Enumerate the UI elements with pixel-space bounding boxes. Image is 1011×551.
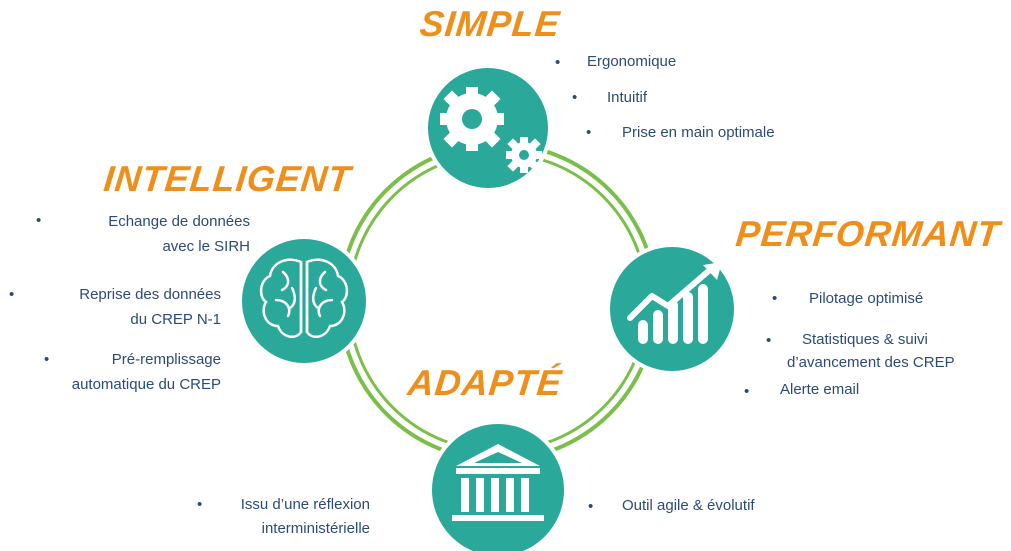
intelligent-item-2-line2: du CREP N-1 [130, 311, 221, 328]
performant-item-1: Pilotage optimisé [809, 290, 924, 307]
performant-item-2-line1: Statistiques & suivi [802, 331, 928, 348]
brain-icon [238, 235, 370, 367]
simple-item-2: Intuitif [607, 89, 648, 106]
bullet-dot: • [9, 286, 15, 303]
adapte-item-2: Outil agile & évolutif [622, 497, 755, 514]
intelligent-item-3-line2: automatique du CREP [71, 376, 221, 393]
bullet-dot: • [586, 124, 592, 141]
growth-chart-icon [606, 243, 738, 375]
bullet-dot: • [555, 54, 561, 71]
intelligent-item-3-line1: Pré-remplissage [111, 351, 221, 368]
bullet-dot: • [572, 89, 578, 106]
intelligent-item-2-line1: Reprise des données [79, 286, 221, 303]
ring-inner [347, 151, 649, 453]
title-simple: SIMPLE [417, 3, 563, 44]
adapte-item-1-line1: Issu d’une réflexion [240, 496, 370, 513]
bullet-dot: • [197, 496, 203, 513]
intelligent-item-1-line2: avec le SIRH [162, 238, 250, 255]
bullet-dot: • [744, 383, 750, 400]
performant-item-2-line2: d’avancement des CREP [787, 354, 955, 371]
intelligent-item-1-line1: Echange de données [108, 213, 250, 230]
simple-item-3: Prise en main optimale [622, 124, 775, 141]
title-performant: PERFORMANT [733, 213, 1003, 254]
performant-item-3: Alerte email [780, 381, 860, 398]
title-adapte: ADAPTÉ [405, 362, 565, 403]
institution-icon [428, 420, 568, 551]
bullet-dot: • [766, 332, 772, 349]
bullet-dot: • [36, 212, 42, 229]
adapte-item-1-line2: interministérielle [261, 520, 370, 537]
gears-icon [424, 64, 552, 192]
simple-item-1: Ergonomique [587, 53, 677, 70]
bullet-dot: • [772, 290, 778, 307]
title-intelligent: INTELLIGENT [101, 158, 354, 199]
bullet-dot: • [588, 498, 594, 515]
bullet-dot: • [44, 351, 50, 368]
